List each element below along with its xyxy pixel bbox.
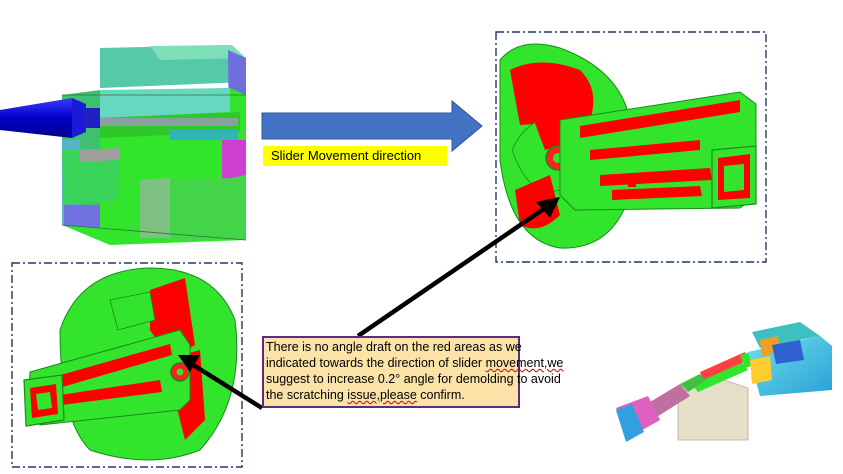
mold-setup-bottom-right	[616, 322, 832, 442]
note-line-3: suggest to increase 0.2° angle for demol…	[266, 372, 561, 386]
pointer-arrow-to-top-view	[356, 197, 560, 338]
mold-assembly-3d	[61, 45, 247, 245]
pointer-arrow-to-bottom-view	[178, 355, 264, 410]
note-line-4-text: the scratching	[266, 388, 348, 402]
injection-nozzle-icon	[0, 98, 100, 138]
slider-direction-label: Slider Movement direction	[263, 146, 447, 166]
note-line-4-end: confirm.	[416, 388, 465, 402]
part-view-bottom-left	[23, 267, 238, 461]
note-line-4-flagged: issue,please	[347, 388, 417, 402]
note-line-2: indicated towards the direction of slide…	[266, 355, 563, 371]
note-line-2-text: indicated towards the direction of slide…	[266, 356, 486, 370]
slider-direction-arrow	[261, 99, 483, 153]
top-right-view-frame	[495, 31, 767, 263]
note-line-2-flagged: movement,we	[485, 356, 564, 370]
bottom-left-view-frame	[11, 262, 243, 468]
draft-note-box: There is no angle draft on the red areas…	[262, 336, 563, 408]
note-line-1: There is no angle draft on the red areas…	[266, 340, 522, 354]
part-view-top-right	[499, 43, 757, 249]
note-line-4: the scratching issue,please confirm.	[266, 387, 516, 403]
